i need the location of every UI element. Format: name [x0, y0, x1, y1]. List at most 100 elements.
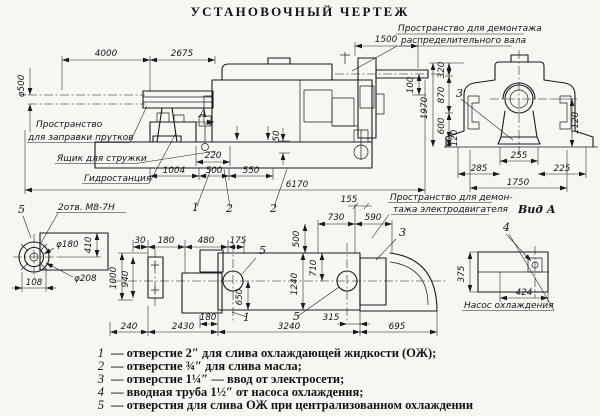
dim-410: 410 [84, 236, 94, 253]
dim-4000: 4000 [95, 49, 118, 59]
front-view: φ500 4000 2675 1500 220 [17, 35, 448, 215]
dim-375: 375 [457, 265, 467, 282]
dim-225: 225 [554, 164, 571, 174]
legend-item-text: — отверстия для слива ОЖ при централизов… [110, 398, 473, 412]
bar-support-plan [147, 256, 164, 299]
label-bar-space-2: для заправки прутков [27, 133, 134, 143]
dim-320: 320 [437, 61, 447, 78]
dim-240: 240 [121, 322, 138, 332]
callout-3-side: 3 [456, 87, 463, 100]
dim-550: 550 [243, 166, 260, 176]
side-view-dimensions: 100 1970 320 870 600 120 1120 25 [406, 61, 587, 192]
dim-180-top: 180 [158, 236, 175, 246]
motor-housing-plan [359, 257, 387, 306]
plan-view-shapes [112, 243, 448, 322]
page-title: УСТАНОВОЧНЫЙ ЧЕРТЕЖ [190, 4, 409, 19]
dim-180-bottom: 180 [200, 313, 217, 323]
dim-255: 255 [511, 151, 528, 161]
dim-1500: 1500 [375, 35, 398, 45]
hydraulic-unit [149, 121, 197, 143]
flange-detail: 5 2отв. М8-7Н φ180 φ208 410 108 [12, 203, 126, 292]
chip-box-plan [181, 272, 223, 314]
dim-dia500: φ500 [17, 74, 27, 97]
plan-view-callouts: 3 5 5 1 [231, 226, 406, 324]
dim-1004: 1004 [163, 166, 185, 176]
callout-2a-front: 2 [225, 202, 233, 215]
dim-695: 695 [389, 322, 406, 332]
dim-155: 155 [341, 195, 358, 205]
callout-3-plan: 3 [399, 226, 406, 239]
dim-590: 590 [365, 213, 382, 223]
legend-item-num: 5 [98, 398, 104, 412]
pump-detail: 4 375 424 Насос охлаждения [457, 221, 554, 311]
dim-600: 600 [437, 117, 447, 134]
legend-item-num: 1 [98, 346, 104, 360]
side-view-labels: Пространство для демонтажа распределител… [351, 24, 556, 239]
dim-500-plan: 500 [292, 230, 302, 247]
callout-2b-front: 2 [269, 202, 277, 215]
dim-500-front: 500 [206, 166, 223, 176]
side-view-caption: Вид А [517, 203, 556, 216]
callout-5b-plan: 5 [293, 310, 300, 323]
legend-item-text: — отверстие 1¼″ — ввод от электросети; [110, 372, 344, 386]
legend-item-num: 3 [97, 372, 104, 386]
dim-1970: 1970 [420, 96, 430, 119]
pulley-housing [357, 57, 377, 139]
label-camshaft-space-2: распределительного вала [400, 36, 526, 46]
dim-480: 480 [198, 236, 215, 246]
dim-120: 120 [450, 129, 460, 146]
front-view-machine [28, 52, 448, 169]
dim-315: 315 [323, 313, 340, 323]
machine-base [94, 141, 373, 169]
bar-stock [142, 90, 214, 109]
label-chip-box: Ящик для стружки [56, 154, 147, 164]
legend-item-text: — отверстие 2″ для слива охлаждающей жид… [110, 346, 436, 360]
dim-6170: 6170 [286, 180, 309, 190]
dim-175: 175 [230, 236, 247, 246]
legend-item-text: — вводная труба 1½″ от насоса охлаждения… [110, 385, 363, 399]
callout-1-front: 1 [192, 201, 199, 214]
dim-650: 650 [235, 288, 245, 305]
callout-5a-plan: 5 [259, 244, 266, 257]
view-direction-letter: А [198, 107, 207, 120]
dim-1000: 1000 [109, 266, 119, 289]
front-view-dimensions: φ500 4000 2675 1500 220 [17, 35, 426, 194]
dim-dia180: φ180 [56, 240, 79, 250]
dim-220: 220 [205, 151, 222, 161]
dim-710: 710 [309, 259, 319, 276]
plan-view: 30 180 480 175 730 590 155 500 710 1240 … [109, 195, 448, 336]
dim-285: 285 [471, 164, 488, 174]
legend: 1 — отверстие 2″ для слива охлаждающей ж… [97, 346, 473, 412]
dim-30: 30 [134, 236, 146, 246]
flange-plate [39, 232, 109, 271]
dim-730: 730 [328, 213, 345, 223]
callout-4-pump: 4 [502, 221, 510, 234]
dim-2675: 2675 [171, 49, 194, 59]
machine-body [211, 79, 373, 143]
flange-holes-note: 2отв. М8-7Н [58, 203, 115, 213]
label-cooling-pump: Насос охлаждения [464, 301, 554, 311]
label-camshaft-space-1: Пространство для демонтажа [398, 24, 542, 34]
label-hydro-station: Гидростанция [84, 174, 152, 184]
callout-1-plan: 1 [243, 311, 250, 324]
label-motor-space-2: тажа электродвигателя [393, 205, 509, 215]
legend-item-num: 4 [98, 385, 104, 399]
plan-view-dimensions: 30 180 480 175 730 590 155 500 710 1240 … [109, 195, 438, 336]
label-bar-space-1: Пространство [36, 120, 103, 130]
front-view-callouts: 1 2 2 [192, 168, 288, 215]
legend-item-num: 2 [98, 359, 104, 373]
front-view-labels: А Пространство для заправки прутков Ящик… [27, 105, 217, 184]
dim-108: 108 [26, 278, 43, 288]
dim-100: 100 [406, 76, 416, 93]
label-motor-space-1: Пространство для демон- [390, 193, 513, 203]
dim-940: 940 [121, 270, 131, 287]
dim-870: 870 [437, 86, 447, 103]
side-view: 100 1970 320 870 600 120 1120 25 [351, 24, 598, 239]
dim-424: 424 [516, 288, 533, 298]
callout-5-flange: 5 [18, 203, 25, 216]
dim-3240: 3240 [278, 322, 301, 332]
dim-1120: 1120 [571, 111, 581, 134]
legend-item-text: — отверстие ¾″ для слива масла; [110, 359, 302, 373]
